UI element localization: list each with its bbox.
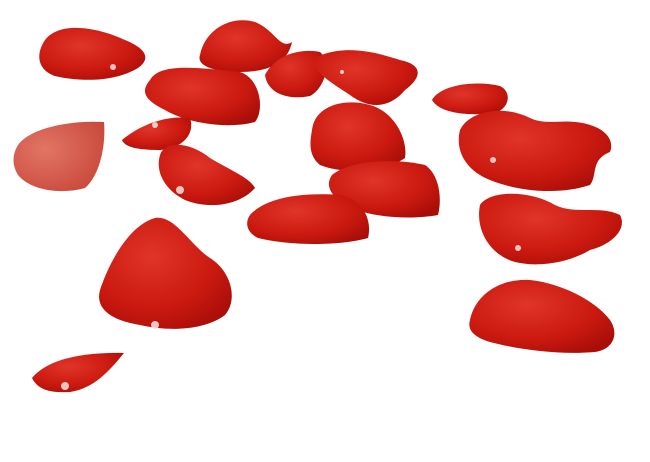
- petal: [458, 110, 612, 192]
- petal-base: [340, 70, 344, 74]
- petal-base: [110, 64, 116, 70]
- petal: [247, 194, 370, 244]
- petal: [13, 121, 105, 192]
- petal: [199, 20, 292, 72]
- petal: [265, 50, 327, 98]
- petal: [314, 50, 418, 106]
- petal: [310, 102, 406, 171]
- petal-base: [151, 321, 159, 329]
- petal-base: [176, 186, 184, 194]
- petal: [122, 117, 192, 150]
- petal: [39, 27, 146, 80]
- petal: [158, 144, 255, 206]
- petal-base: [152, 122, 158, 128]
- petal: [479, 193, 622, 265]
- petal: [99, 217, 232, 329]
- petal: [432, 83, 508, 115]
- petal: [145, 67, 260, 126]
- petal: [32, 352, 124, 393]
- petal-base: [515, 245, 521, 251]
- petal-base: [490, 157, 496, 163]
- petal: [469, 279, 615, 353]
- petal-base: [61, 382, 69, 390]
